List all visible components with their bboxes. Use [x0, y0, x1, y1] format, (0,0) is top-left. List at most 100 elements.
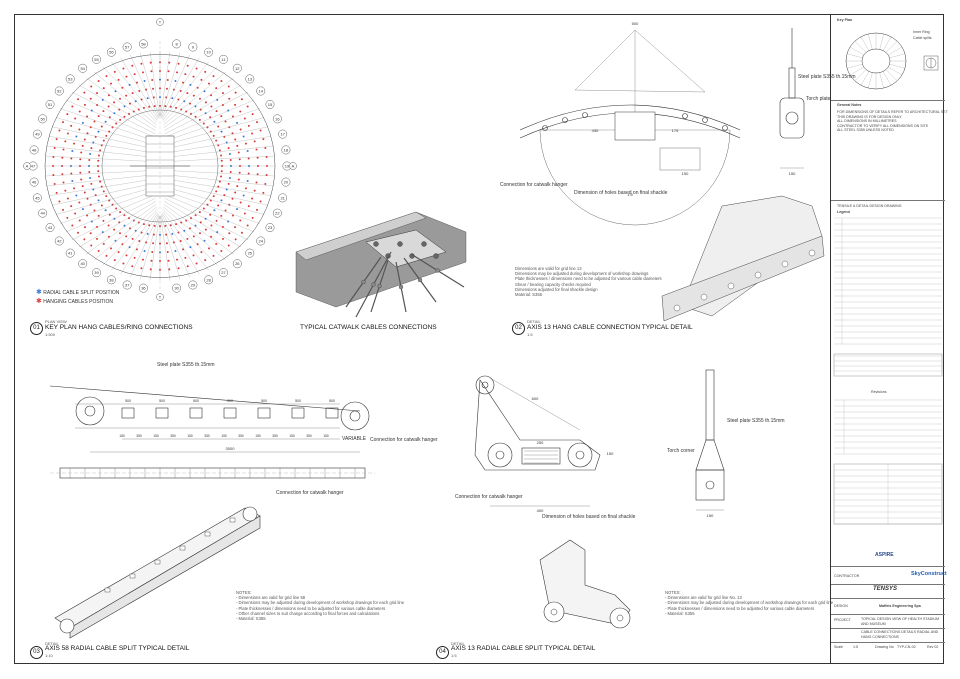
notes-04: NOTES: - Dimensions are valid for grid l… [665, 590, 833, 616]
catwalk-plate [365, 229, 447, 268]
split-position-dot [71, 150, 74, 153]
slot [223, 407, 237, 419]
hang-position-dot [215, 242, 218, 245]
view-02-title: AXIS 13 HANG CABLE CONNECTION TYPICAL DE… [527, 324, 693, 331]
hang-position-dot [58, 200, 61, 203]
axis-bubble-label: 27 [221, 270, 226, 275]
axis-bubble-label: 48 [32, 147, 37, 152]
hang-position-dot [100, 185, 103, 188]
hang-position-dot [238, 158, 241, 161]
hang-position-dot [64, 140, 67, 143]
axis-bubble [106, 47, 116, 57]
hang-line [574, 29, 636, 91]
hang-position-dot [141, 71, 144, 74]
hang-position-dot [227, 85, 230, 88]
hang-position-dot [78, 110, 81, 113]
hang-position-dot [209, 116, 212, 119]
iso-hole [550, 608, 558, 616]
hang-position-dot [198, 118, 201, 121]
tb-note-2: THIS DRAWING IS FOR DESIGN ONLY [837, 114, 902, 119]
axis-bubble-label: 56 [109, 50, 114, 55]
hang-position-dot [97, 170, 100, 173]
view-02-scale: 1:5 [527, 332, 533, 337]
hang-position-dot [94, 194, 97, 197]
hang-position-dot [90, 85, 93, 88]
split-position-dot [216, 231, 219, 234]
tb-key-radial [868, 72, 873, 89]
hang-position-dot [151, 251, 154, 254]
hang-position-dot [231, 214, 234, 217]
axis-bubble-label: 44 [40, 211, 45, 216]
hang-position-dot [247, 124, 250, 127]
axis-bubble [204, 275, 214, 285]
radial-line [55, 187, 155, 215]
hang-position-dot [259, 129, 262, 132]
cable-clamp [435, 268, 440, 273]
hang-position-dot [192, 94, 195, 97]
dim-bottom-label: 350 [272, 434, 278, 438]
hang-position-dot [123, 214, 126, 217]
dim-label: 175 [672, 128, 679, 133]
hang-position-dot [192, 254, 195, 257]
d04-holes-label: Dimension of holes based on final shackl… [542, 514, 636, 520]
hang-position-dot [79, 158, 82, 161]
catwalk-bolt [433, 253, 439, 259]
radial-line [78, 84, 156, 131]
hang-position-dot [228, 203, 231, 206]
axis-bubble-label: 12 [235, 66, 240, 71]
hang-position-dot [218, 180, 221, 183]
hang-position-dot [131, 64, 134, 67]
tb-key-radial [860, 71, 870, 86]
hang-position-dot [97, 154, 100, 157]
hang-position-dot [83, 138, 86, 141]
axis-bubble-label: 53 [68, 76, 73, 81]
iso-bolt [808, 249, 816, 257]
axis-bubble [188, 280, 198, 290]
hang-position-dot [180, 108, 183, 111]
hang-position-dot [179, 239, 182, 242]
radial-line [163, 204, 234, 255]
axis-bubble-label: 49 [35, 132, 40, 137]
axis-bubble-label: 45 [35, 195, 40, 200]
hang-position-dot [200, 78, 203, 81]
radial-line [139, 52, 160, 117]
axis-bubble [265, 100, 275, 109]
hang-position-dot [151, 78, 154, 81]
hang-position-dot [164, 105, 167, 108]
dim-bottom-label: 350 [204, 434, 210, 438]
hang-position-dot [122, 262, 125, 265]
hang-position-dot [90, 147, 93, 150]
side-hole [705, 480, 715, 490]
hang-position-dot [80, 151, 83, 154]
split-position-dot [113, 112, 116, 115]
hang-position-dot [102, 87, 105, 90]
dim-total-label: 3000 [226, 446, 236, 451]
note-02-3: Plate thicknesses / dimensions need to b… [515, 276, 662, 282]
tb-key-radial [885, 69, 898, 81]
tb-scale: 1:5 [853, 645, 858, 649]
view-03-number: 03 [30, 646, 43, 659]
hang-position-dot [251, 113, 254, 116]
axis-bubble [45, 223, 55, 232]
hang-position-dot [192, 235, 195, 238]
hang-position-dot [220, 175, 223, 178]
legend-split-marker: ✱ [36, 289, 42, 296]
axis-bubble [23, 162, 31, 170]
axis-bubble-label: 25 [248, 251, 253, 256]
note-02-2: Dimensions may be adjusted during develo… [515, 271, 649, 277]
iso-slot [179, 545, 186, 551]
axis-bubble [78, 63, 88, 73]
tb-key-radial [879, 33, 884, 50]
detail-02-isometric [661, 195, 825, 322]
split-position-dot [146, 232, 149, 235]
hang-position-dot [133, 73, 136, 76]
hang-position-dot [166, 78, 169, 81]
end-lug-left [75, 396, 105, 426]
axis-bubble-label: 17 [280, 132, 285, 137]
hang-position-dot [150, 259, 153, 262]
hang-position-dot [62, 148, 65, 151]
view-03-sub: DETAIL [45, 641, 59, 646]
hang-position-dot [223, 194, 226, 197]
hang-position-dot [83, 226, 86, 229]
dim-bottom-label: 150 [153, 434, 159, 438]
